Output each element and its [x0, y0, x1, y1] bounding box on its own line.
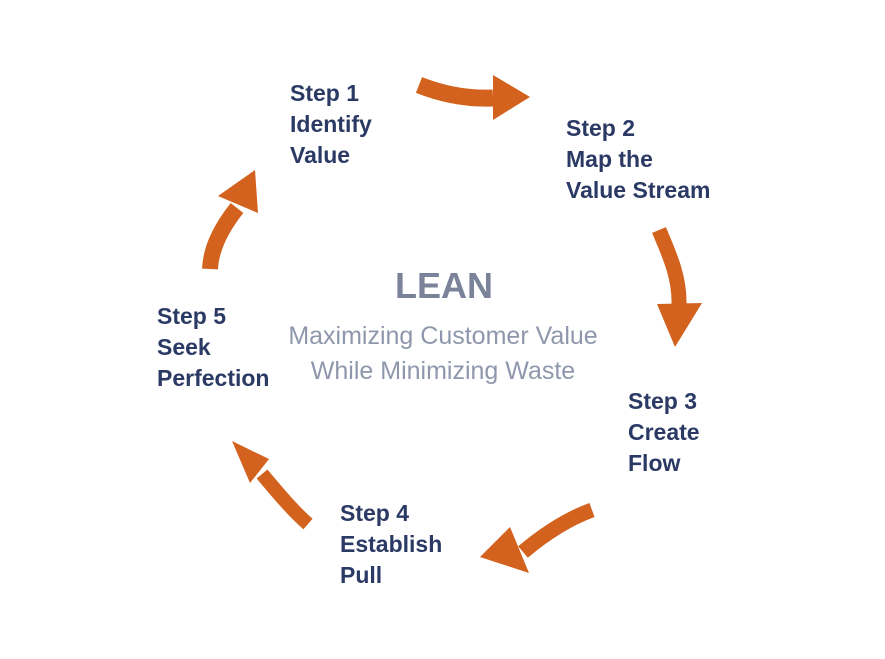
step-4-text-line1: Establish	[340, 531, 443, 557]
step-3-text-line2: Flow	[628, 450, 681, 476]
step-5-text-line2: Perfection	[157, 365, 270, 391]
arrow-step2-to-step3-icon	[652, 227, 702, 347]
arrow-step1-to-step2-icon	[415, 75, 530, 120]
step-2-number: Step 2	[566, 115, 636, 141]
step-3-number: Step 3	[628, 388, 698, 414]
step-4-number: Step 4	[340, 500, 410, 526]
diagram-title: LEAN	[395, 265, 493, 306]
step-4-text-line2: Pull	[340, 562, 383, 588]
diagram-subtitle-line2: While Minimizing Waste	[310, 357, 576, 385]
step-1-text-line2: Value	[290, 142, 351, 168]
step-1-block: Step 1 Identify Value	[290, 78, 372, 171]
step-1-text-line1: Identify	[290, 111, 372, 137]
step-5-block: Step 5 Seek Perfection	[157, 301, 269, 394]
step-2-text-line2: Value Stream	[566, 177, 711, 203]
arrow-step5-to-step1-icon	[202, 170, 258, 270]
step-2-text-line1: Map the	[566, 146, 653, 172]
step-3-block: Step 3 Create Flow	[628, 386, 700, 479]
arrow-step3-to-step4-icon	[480, 502, 595, 573]
arrow-step4-to-step5-icon	[232, 441, 313, 530]
step-3-text-line1: Create	[628, 419, 700, 445]
diagram-subtitle: Maximizing Customer Value While Minimizi…	[243, 319, 643, 389]
step-2-block: Step 2 Map the Value Stream	[566, 113, 710, 206]
diagram-subtitle-line1: Maximizing Customer Value	[288, 322, 598, 350]
step-5-number: Step 5	[157, 303, 227, 329]
step-5-text-line1: Seek	[157, 334, 211, 360]
step-4-block: Step 4 Establish Pull	[340, 498, 442, 591]
step-1-number: Step 1	[290, 80, 360, 106]
